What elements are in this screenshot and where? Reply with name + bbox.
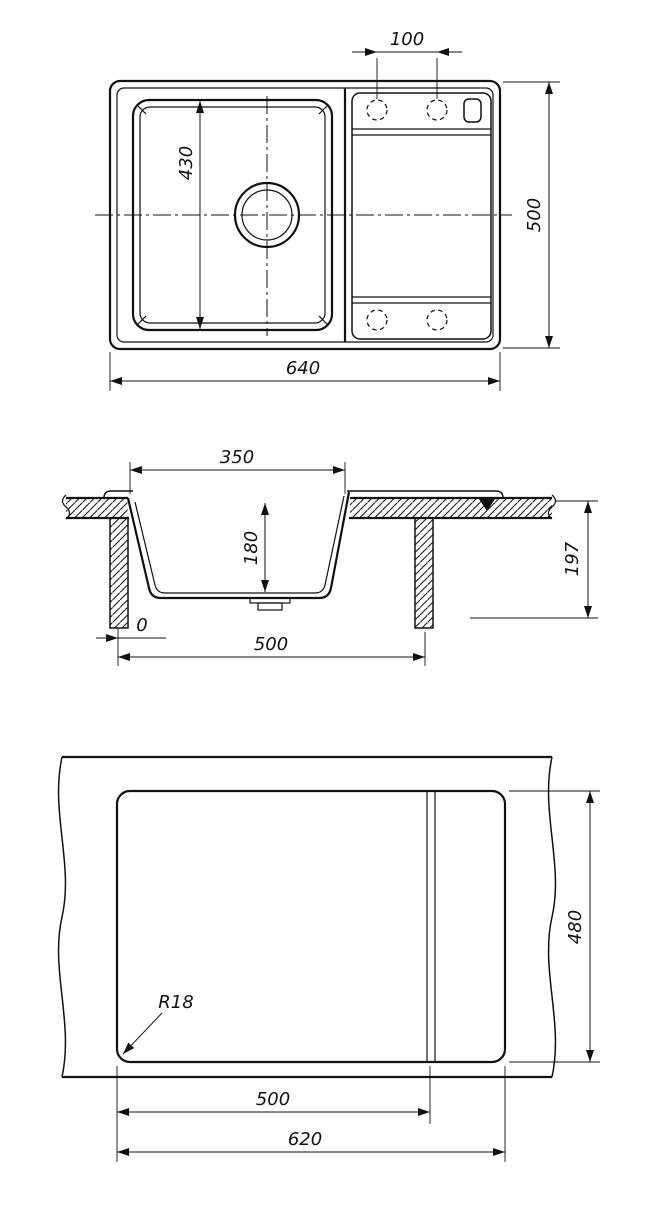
cabinet-leg-left-hatch	[110, 518, 128, 628]
dim-tap-spacing: 100	[352, 29, 462, 99]
counter-hatch-left	[66, 498, 128, 518]
tap-hole-top-left	[366, 99, 388, 121]
dim-bowl-depth: 180	[241, 503, 269, 592]
dim-label-640: 640	[286, 358, 320, 379]
dim-label-480: 480	[565, 910, 586, 944]
break-lines	[61, 494, 557, 520]
mounting-clip	[479, 499, 495, 511]
dim-label-500-section: 500	[254, 634, 288, 655]
dim-label-180: 180	[241, 531, 262, 565]
countertop-section	[66, 496, 552, 520]
dim-label-430: 430	[176, 146, 197, 180]
dim-bowl-length: 430	[176, 101, 204, 329]
cabinet-leg-right	[414, 517, 434, 629]
dim-label-0: 0	[136, 615, 147, 636]
dim-label-500-bottom: 500	[256, 1089, 290, 1110]
counter-hatch-right	[350, 498, 552, 518]
dim-cutout-depth: 480	[509, 790, 600, 1063]
cutout-outline	[115, 789, 507, 1064]
bowl-corner-chamfers	[136, 104, 329, 326]
radius-label-r18: R18	[158, 992, 193, 1013]
section-view: 350 180 0 500 197	[61, 447, 598, 666]
dim-total-height: 197	[470, 500, 598, 619]
dim-label-620: 620	[288, 1129, 322, 1150]
dim-label-350: 350	[220, 447, 254, 468]
drain-fitting	[249, 597, 291, 611]
tap-hole-bottom-right	[426, 309, 448, 331]
dispenser-slot	[463, 98, 482, 123]
dim-label-500-top: 500	[524, 198, 545, 232]
drainer-panel	[351, 92, 492, 340]
tap-hole-bottom-left	[366, 309, 388, 331]
cutout-view: R18 480 500 620	[57, 755, 600, 1162]
corner-radius-callout: R18	[122, 992, 194, 1055]
drainer-strip-lines	[352, 128, 491, 304]
cabinet-leg-right-hatch	[415, 518, 433, 628]
bowl-section-outer	[126, 491, 351, 600]
dim-overall-width: 640	[109, 352, 501, 391]
dim-edge-offset: 0	[96, 615, 166, 666]
dim-label-197: 197	[562, 541, 583, 576]
sink-rim-section	[103, 490, 504, 499]
dim-overall-depth: 500	[503, 81, 560, 349]
cabinet-leg-left	[109, 517, 129, 629]
worktop-break-lines	[57, 756, 557, 1078]
dim-cutout-width: 500	[116, 1066, 431, 1162]
top-view: 100 430 500 640	[95, 29, 560, 391]
worktop-edges	[62, 755, 552, 1079]
dim-cabinet-width: 500	[118, 632, 426, 666]
dim-sink-width: 620	[117, 1066, 506, 1162]
dim-bowl-width: 350	[129, 447, 346, 494]
bowl-section-inner	[134, 495, 345, 594]
dim-label-100: 100	[390, 29, 424, 50]
tap-hole-top-right	[426, 99, 448, 121]
